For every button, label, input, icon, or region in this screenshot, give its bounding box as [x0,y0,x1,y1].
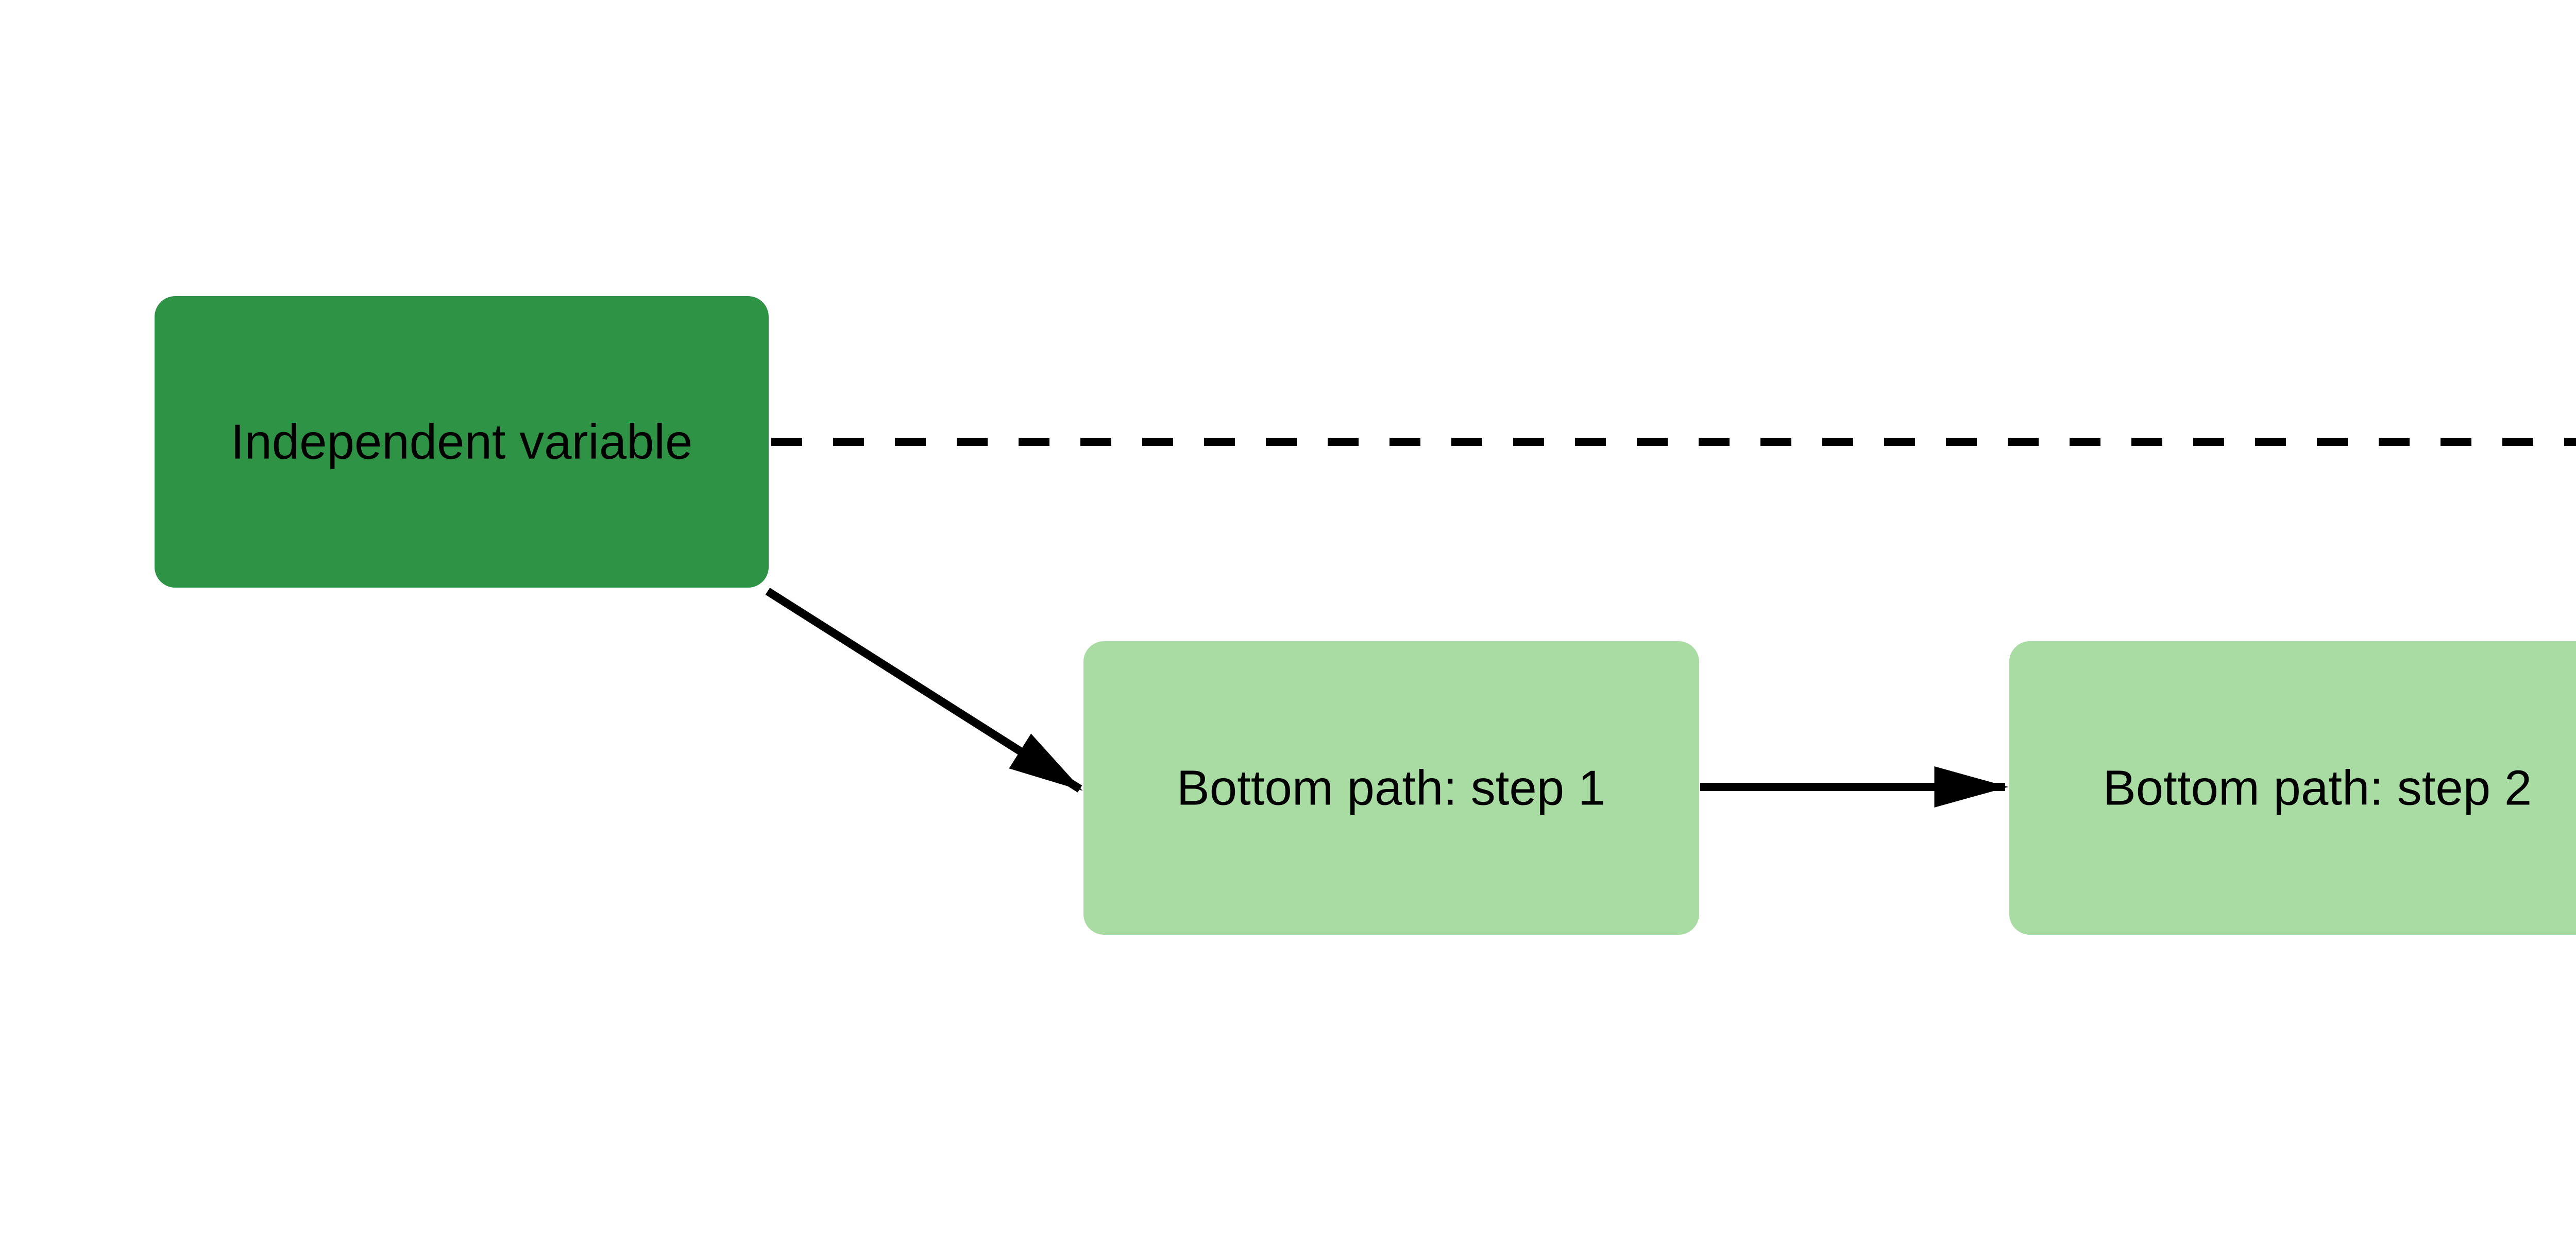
node-box [1083,641,1699,935]
edge-independent-to-step1-arrow [765,588,1083,793]
node-bottom-path-step-2: Bottom path: step 2 [2009,641,2576,935]
node-label: Independent variable [231,415,693,470]
node-label: Bottom path: step 1 [1177,761,1606,816]
node-bottom-path-step-1: Bottom path: step 1 [1083,641,1699,935]
node-box [155,296,769,588]
node-box [2009,641,2576,935]
node-independent-variable: Independent variable [155,296,769,588]
node-label: Bottom path: step 2 [2103,761,2532,816]
